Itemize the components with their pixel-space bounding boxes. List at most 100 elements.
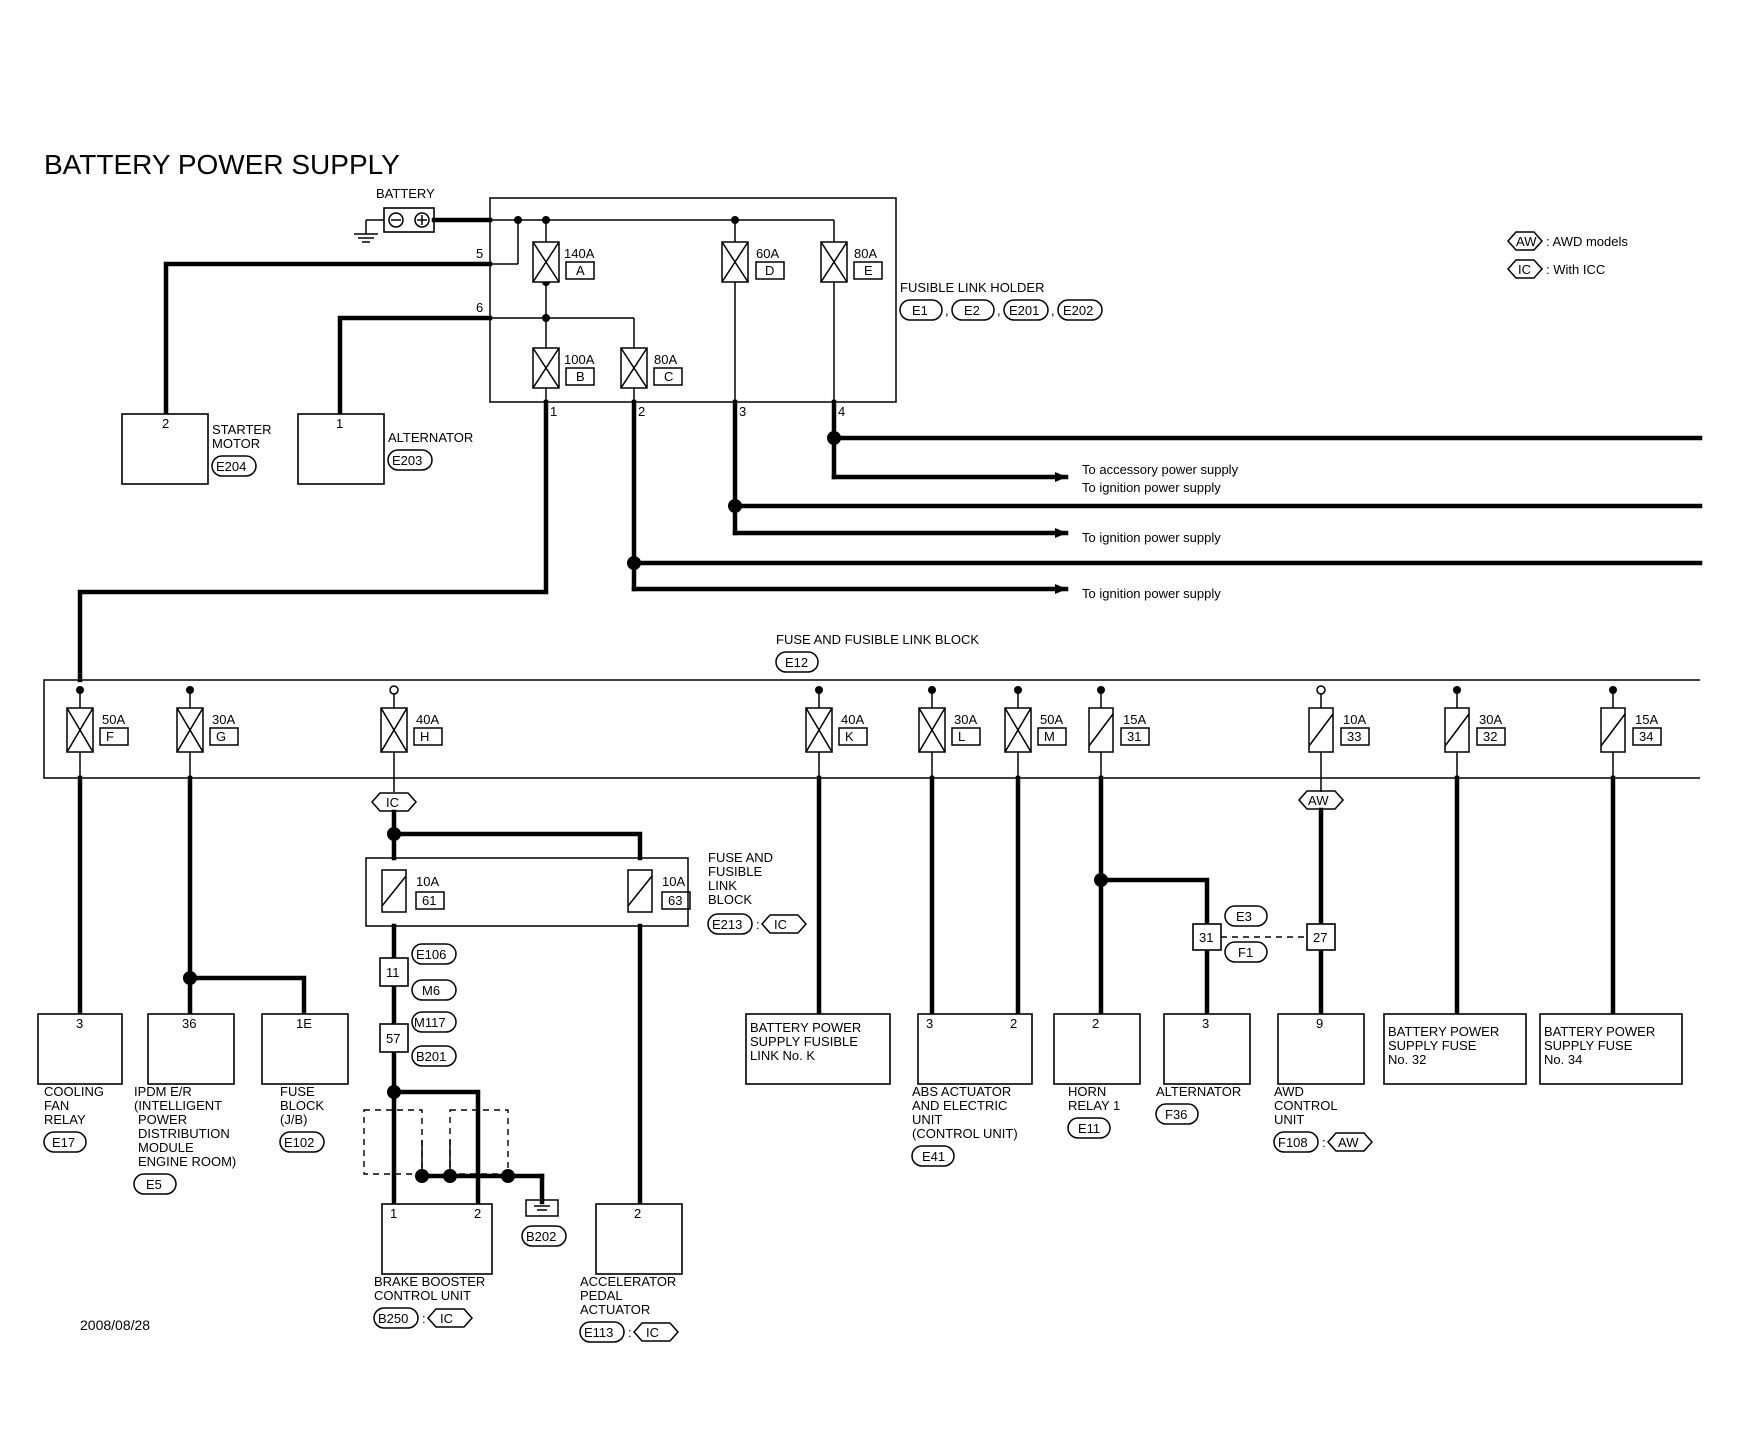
svg-text:UNIT: UNIT — [1274, 1112, 1304, 1127]
svg-text:10A: 10A — [662, 874, 685, 889]
fusible-link-e: 80A E — [820, 241, 883, 283]
svg-text:10A: 10A — [416, 874, 439, 889]
diagram-title: BATTERY POWER SUPPLY — [44, 149, 400, 180]
svg-text:E11: E11 — [1078, 1121, 1100, 1136]
fuse-code: L — [958, 729, 965, 744]
components: 3 COOLING FAN RELAY E17 36 IPDM E/R (INT… — [37, 1013, 1683, 1343]
svg-text:11: 11 — [386, 965, 400, 980]
svg-text:ALTERNATOR: ALTERNATOR — [1156, 1084, 1241, 1099]
svg-text:63: 63 — [668, 893, 682, 908]
fuse-amps: 30A — [954, 712, 977, 727]
svg-text:BLOCK: BLOCK — [708, 892, 752, 907]
svg-text:E5: E5 — [146, 1177, 162, 1192]
fuse-terminal-dot — [1014, 686, 1022, 694]
legend-text-icc: : With ICC — [1546, 262, 1605, 277]
ground-connector: B202 — [526, 1229, 556, 1244]
svg-text:B250: B250 — [378, 1311, 408, 1326]
fusible-link-b: 100A B — [532, 347, 595, 389]
arrow-label-3: To ignition power supply — [1082, 586, 1221, 601]
legend-code-icc: IC — [1518, 262, 1531, 277]
icc-tag: IC — [386, 795, 399, 810]
branch-wires — [77, 775, 1616, 1017]
svg-text:E113: E113 — [584, 1325, 613, 1340]
svg-text:27: 27 — [1313, 930, 1327, 945]
svg-text:No. 34: No. 34 — [1544, 1052, 1582, 1067]
svg-text:AND ELECTRIC: AND ELECTRIC — [912, 1098, 1007, 1113]
fuse-terminal-dot — [1316, 685, 1326, 695]
alternator-bottom: 3 ALTERNATOR F36 — [1155, 1013, 1251, 1125]
svg-text:E: E — [864, 263, 873, 278]
svg-text:BRAKE BOOSTER: BRAKE BOOSTER — [374, 1274, 485, 1289]
svg-text:UNIT: UNIT — [912, 1112, 942, 1127]
main-wires — [77, 217, 1703, 683]
fuse-l: 30A L — [918, 686, 981, 778]
fuse-terminal-dot — [389, 685, 399, 695]
abs-actuator: 3 2 ABS ACTUATOR AND ELECTRIC UNIT (CONT… — [911, 1013, 1033, 1167]
svg-text:SUPPLY FUSE: SUPPLY FUSE — [1388, 1038, 1477, 1053]
legend: AW : AWD models IC : With ICC — [1506, 231, 1628, 279]
fuse-code: G — [216, 729, 226, 744]
svg-text:MODULE: MODULE — [138, 1140, 194, 1155]
fuse-amps: 50A — [102, 712, 125, 727]
horn-relay-1: 2 HORN RELAY 1 E11 — [1053, 1013, 1141, 1139]
svg-text:100A: 100A — [564, 352, 595, 367]
svg-text:No. 32: No. 32 — [1388, 1052, 1426, 1067]
svg-text:BATTERY POWER: BATTERY POWER — [1388, 1024, 1499, 1039]
svg-text:IPDM E/R: IPDM E/R — [134, 1084, 192, 1099]
svg-text:,: , — [997, 303, 1001, 318]
svg-text:,: , — [1051, 303, 1055, 318]
fusible-link-d: 60A D — [721, 241, 785, 283]
svg-text:3: 3 — [76, 1016, 83, 1031]
svg-text:31: 31 — [1199, 930, 1213, 945]
svg-text:ACTUATOR: ACTUATOR — [580, 1302, 650, 1317]
fuse-row: 50AF30AG40AH40AK30AL50AM15A3110A3330A321… — [66, 685, 1662, 778]
svg-text:1: 1 — [550, 404, 557, 419]
fusible-link-holder: FUSIBLE LINK HOLDER E1 , E2 , E201 , E20… — [434, 197, 1103, 419]
svg-text:COOLING: COOLING — [44, 1084, 104, 1099]
fuse-code: 34 — [1639, 729, 1653, 744]
fuse-code: 33 — [1347, 729, 1361, 744]
svg-text:(J/B): (J/B) — [280, 1112, 307, 1127]
awd-control-unit: 9 AWD CONTROL UNIT F108 : AW — [1273, 1013, 1374, 1153]
svg-text:80A: 80A — [654, 352, 677, 367]
joint-11: 11 E106 M6 — [379, 943, 457, 1001]
svg-text:A: A — [576, 263, 585, 278]
svg-text:STARTER: STARTER — [212, 422, 271, 437]
svg-text::: : — [422, 1311, 426, 1326]
battery-label: BATTERY — [376, 186, 435, 201]
svg-text:F108: F108 — [1278, 1135, 1308, 1150]
svg-text:F1: F1 — [1238, 945, 1253, 960]
fuse-g: 30A G — [176, 686, 239, 778]
svg-text:6: 6 — [476, 300, 483, 315]
svg-text:140A: 140A — [564, 246, 595, 261]
svg-text:E202: E202 — [1063, 303, 1093, 318]
fuse-amps: 30A — [212, 712, 235, 727]
fuse-amps: 40A — [416, 712, 439, 727]
fuse-block-jb: 1E FUSE BLOCK (J/B) E102 — [261, 1013, 349, 1153]
battery-power-supply-fuse-34: BATTERY POWER SUPPLY FUSE No. 34 — [1539, 1013, 1683, 1085]
svg-text:2: 2 — [634, 1206, 641, 1221]
svg-text:B201: B201 — [416, 1049, 446, 1064]
fuse-code: 32 — [1483, 729, 1497, 744]
arrow-label-2: To ignition power supply — [1082, 530, 1221, 545]
svg-text:(CONTROL UNIT): (CONTROL UNIT) — [912, 1126, 1018, 1141]
svg-text:SUPPLY FUSE: SUPPLY FUSE — [1544, 1038, 1633, 1053]
svg-text:80A: 80A — [854, 246, 877, 261]
accelerator-pedal-actuator: 2 ACCELERATOR PEDAL ACTUATOR E113 : IC — [579, 1203, 683, 1343]
fuse-amps: 30A — [1479, 712, 1502, 727]
fusible-link-a: 140A A — [532, 241, 595, 283]
svg-text:BATTERY POWER: BATTERY POWER — [750, 1020, 861, 1035]
svg-text:E3: E3 — [1236, 909, 1252, 924]
svg-text:9: 9 — [1316, 1016, 1323, 1031]
svg-text:C: C — [664, 369, 673, 384]
svg-text:LINK No. K: LINK No. K — [750, 1048, 815, 1063]
svg-text:57: 57 — [386, 1031, 400, 1046]
fuse-terminal-dot — [76, 686, 84, 694]
svg-text:,: , — [945, 303, 949, 318]
